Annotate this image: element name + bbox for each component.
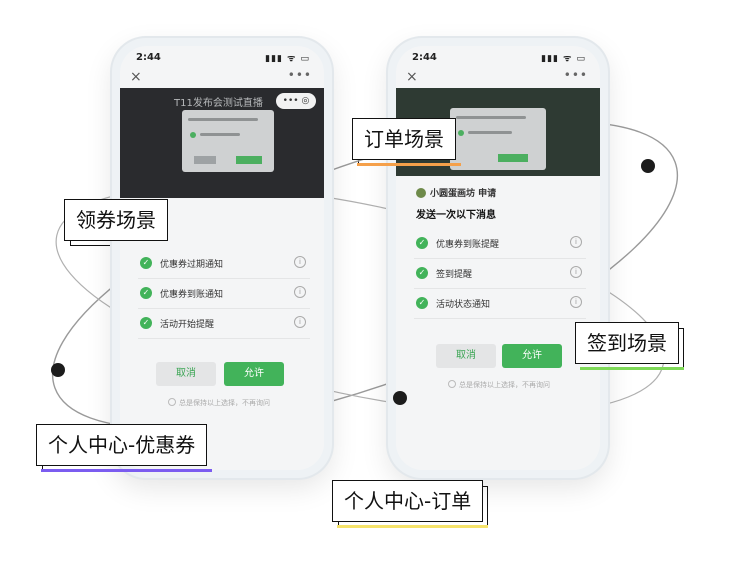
left-phone-screen: 2:44 ▮▮▮ ᯤ ▭ × ••• T11发布会测试直播 ••• ◎ ✓ 优惠… — [120, 46, 324, 470]
item-label: 签到提醒 — [436, 270, 473, 280]
more-icon[interactable]: ••• — [563, 68, 588, 82]
scene-label-text: 个人中心-优惠券 — [48, 433, 196, 457]
check-icon: ✓ — [416, 297, 428, 309]
info-icon[interactable]: i — [570, 266, 582, 278]
item-label: 优惠券到账通知 — [160, 290, 224, 300]
right-phone-screen: 2:44 ▮▮▮ ᯤ ▭ × ••• 小圆蛋画坊 申请 发送一次以下消息 ✓ 优… — [396, 46, 600, 470]
app-name-row: 小圆蛋画坊 申请 — [416, 186, 496, 199]
remember-text: 总是保持以上选择，不再询问 — [179, 399, 270, 407]
mini-dialog-preview — [182, 110, 274, 172]
check-icon: ✓ — [416, 267, 428, 279]
check-icon: ✓ — [140, 317, 152, 329]
check-icon: ✓ — [140, 257, 152, 269]
left-phone: 2:44 ▮▮▮ ᯤ ▭ × ••• T11发布会测试直播 ••• ◎ ✓ 优惠… — [112, 38, 332, 478]
item-label: 活动开始提醒 — [160, 320, 215, 330]
scene-label-text: 个人中心-订单 — [344, 489, 472, 513]
subscribe-item[interactable]: ✓ 优惠券到账通知 i — [138, 278, 310, 309]
accent-bar — [357, 163, 461, 166]
subscribe-item[interactable]: ✓ 签到提醒 i — [414, 258, 586, 289]
sheet-subtitle: 发送一次以下消息 — [416, 210, 496, 221]
scene-label-checkin: 签到场景 — [575, 322, 684, 370]
subscribe-item[interactable]: ✓ 活动状态通知 i — [414, 288, 586, 319]
close-icon[interactable]: × — [406, 69, 418, 85]
info-icon[interactable]: i — [570, 236, 582, 248]
scene-label-text: 订单场景 — [364, 127, 444, 151]
app-logo-icon — [416, 188, 426, 198]
more-icon[interactable]: ••• — [287, 68, 312, 82]
status-time: 2:44 — [412, 52, 437, 63]
check-icon: ✓ — [416, 237, 428, 249]
scene-label-center-coupon: 个人中心-优惠券 — [36, 424, 213, 472]
cancel-button[interactable]: 取消 — [156, 362, 216, 386]
video-preview: T11发布会测试直播 ••• ◎ — [120, 88, 324, 198]
subscribe-item[interactable]: ✓ 优惠券到账提醒 i — [414, 228, 586, 259]
orbit-dot — [51, 363, 65, 377]
signal-wifi-battery-icon: ▮▮▮ ᯤ ▭ — [541, 54, 586, 64]
accent-bar — [337, 525, 489, 528]
scene-label-text: 签到场景 — [587, 331, 667, 355]
info-icon[interactable]: i — [570, 296, 582, 308]
video-title: T11发布会测试直播 — [174, 98, 263, 109]
allow-button[interactable]: 允许 — [502, 344, 562, 368]
app-name: 小圆蛋画坊 申请 — [430, 189, 497, 199]
info-icon[interactable]: i — [294, 286, 306, 298]
close-icon[interactable]: × — [130, 69, 142, 85]
scene-label-order: 订单场景 — [352, 118, 461, 166]
radio-icon — [448, 380, 456, 388]
nav-bar: × ••• — [396, 68, 600, 88]
scene-label-coupon: 领券场景 — [64, 199, 173, 246]
subscribe-item[interactable]: ✓ 优惠券过期通知 i — [138, 248, 310, 279]
check-icon: ✓ — [140, 287, 152, 299]
orbit-dot — [393, 391, 407, 405]
item-label: 优惠券过期通知 — [160, 260, 224, 270]
item-label: 活动状态通知 — [436, 300, 491, 310]
radio-icon — [168, 398, 176, 406]
info-icon[interactable]: i — [294, 256, 306, 268]
nav-bar: × ••• — [120, 68, 324, 88]
subscribe-item[interactable]: ✓ 活动开始提醒 i — [138, 308, 310, 339]
mini-dialog-preview — [450, 108, 546, 170]
accent-bar — [41, 469, 213, 472]
remember-choice[interactable]: 总是保持以上选择，不再询问 — [448, 380, 550, 390]
remember-text: 总是保持以上选择，不再询问 — [459, 381, 550, 389]
remember-choice[interactable]: 总是保持以上选择，不再询问 — [168, 398, 270, 408]
subscribe-sheet: 小圆蛋画坊 申请 发送一次以下消息 ✓ 优惠券到账提醒 i ✓ 签到提醒 i ✓… — [396, 176, 600, 470]
orbit-dot — [641, 159, 655, 173]
signal-wifi-battery-icon: ▮▮▮ ᯤ ▭ — [265, 54, 310, 64]
status-time: 2:44 — [136, 52, 161, 63]
status-bar: 2:44 ▮▮▮ ᯤ ▭ — [396, 46, 600, 68]
status-bar: 2:44 ▮▮▮ ᯤ ▭ — [120, 46, 324, 68]
subscribe-sheet: ✓ 优惠券过期通知 i ✓ 优惠券到账通知 i ✓ 活动开始提醒 i 取消 允许… — [120, 198, 324, 470]
item-label: 优惠券到账提醒 — [436, 240, 500, 250]
scene-label-text: 领券场景 — [76, 208, 156, 232]
info-icon[interactable]: i — [294, 316, 306, 328]
scene-label-center-order: 个人中心-订单 — [332, 480, 489, 528]
capsule-menu-icon[interactable]: ••• ◎ — [276, 93, 316, 109]
cancel-button[interactable]: 取消 — [436, 344, 496, 368]
right-phone: 2:44 ▮▮▮ ᯤ ▭ × ••• 小圆蛋画坊 申请 发送一次以下消息 ✓ 优… — [388, 38, 608, 478]
allow-button[interactable]: 允许 — [224, 362, 284, 386]
accent-bar — [580, 367, 684, 370]
